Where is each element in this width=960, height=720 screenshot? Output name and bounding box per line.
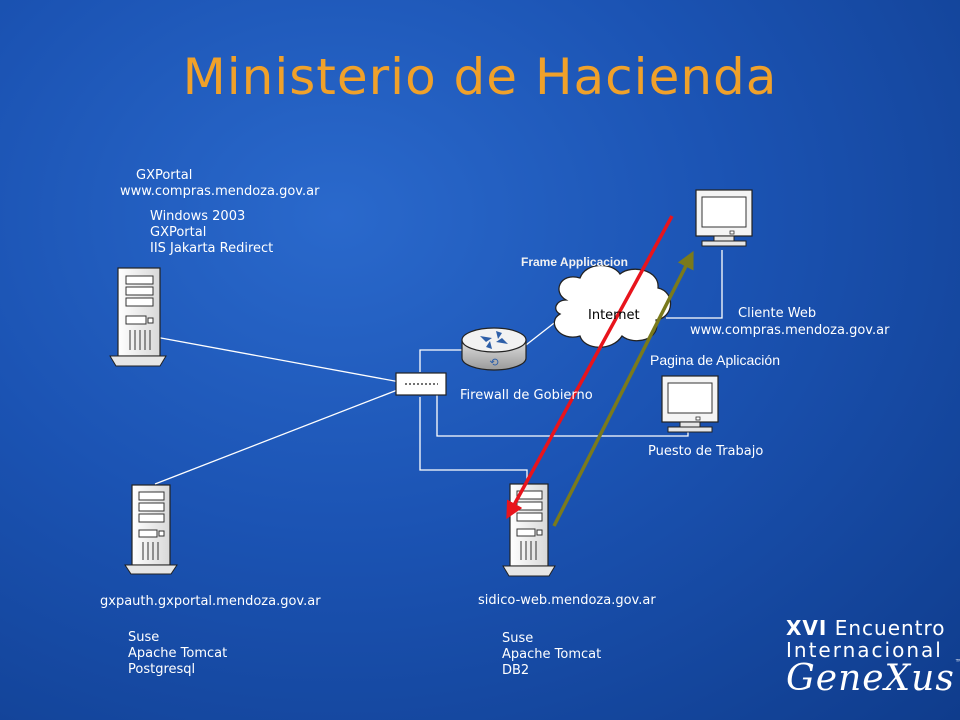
- spec-line: DB2: [502, 663, 530, 678]
- cliente-label: Cliente Web: [738, 306, 817, 321]
- link-gxportal-switch: [149, 335, 401, 383]
- spec-line: IIS Jakarta Redirect: [150, 241, 274, 256]
- server-tower-icon: [502, 483, 556, 577]
- link-switch-firewall: [419, 349, 462, 372]
- spec-line: Apache Tomcat: [502, 647, 602, 662]
- sidico-host: sidico-web.mendoza.gov.ar: [478, 593, 656, 608]
- gxportal-name: GXPortal: [136, 168, 193, 183]
- pagina-flow-label: Pagina de Aplicación: [650, 352, 780, 368]
- link-internet-cliente: [666, 250, 723, 319]
- brand-line3: GeneXus: [786, 658, 955, 699]
- spec-line: Postgresql: [128, 662, 196, 677]
- gxpauth-host: gxpauth.gxportal.mendoza.gov.ar: [100, 594, 321, 609]
- link-switch-sidico: [419, 397, 528, 486]
- cliente-host: www.compras.mendoza.gov.ar: [690, 323, 890, 338]
- pagina-flow-arrow: [552, 250, 694, 527]
- spec-line: GXPortal: [150, 225, 207, 240]
- monitor-icon: [695, 189, 753, 247]
- link-gxpauth-switch: [154, 388, 401, 485]
- switch-icon: [395, 372, 447, 396]
- cloud-icon: [553, 264, 672, 348]
- genexus-logo: XVI Encuentro Internacional GeneXus™: [786, 616, 960, 699]
- brand-line1: Encuentro: [834, 616, 946, 640]
- sidico-specs: Suse Apache Tomcat DB2: [502, 631, 601, 679]
- spec-line: Suse: [128, 630, 160, 645]
- internet-label: Internet: [588, 308, 640, 323]
- gxportal-specs: Windows 2003 GXPortal IIS Jakarta Redire…: [150, 209, 273, 257]
- router-icon: ⟲: [461, 327, 527, 371]
- svg-text:⟲: ⟲: [489, 356, 498, 369]
- spec-line: Suse: [502, 631, 534, 646]
- spec-line: Windows 2003: [150, 209, 246, 224]
- frame-flow-label: Frame Applicacion: [521, 255, 628, 269]
- server-tower-icon: [109, 267, 167, 367]
- monitor-icon: [661, 375, 719, 433]
- frame-flow-arrow: [506, 215, 674, 520]
- brand-line2: Internacional: [786, 638, 943, 662]
- brand-tm: ™: [955, 658, 960, 667]
- slide-title: Ministerio de Hacienda: [182, 48, 778, 106]
- server-tower-icon: [124, 484, 178, 575]
- spec-line: Apache Tomcat: [128, 646, 228, 661]
- gxpauth-specs: Suse Apache Tomcat Postgresql: [128, 630, 227, 678]
- puesto-label: Puesto de Trabajo: [648, 444, 764, 459]
- link-firewall-internet: [525, 319, 559, 346]
- brand-edition: XVI: [786, 616, 828, 640]
- firewall-label: Firewall de Gobierno: [460, 388, 593, 403]
- gxportal-host: www.compras.mendoza.gov.ar: [120, 184, 320, 199]
